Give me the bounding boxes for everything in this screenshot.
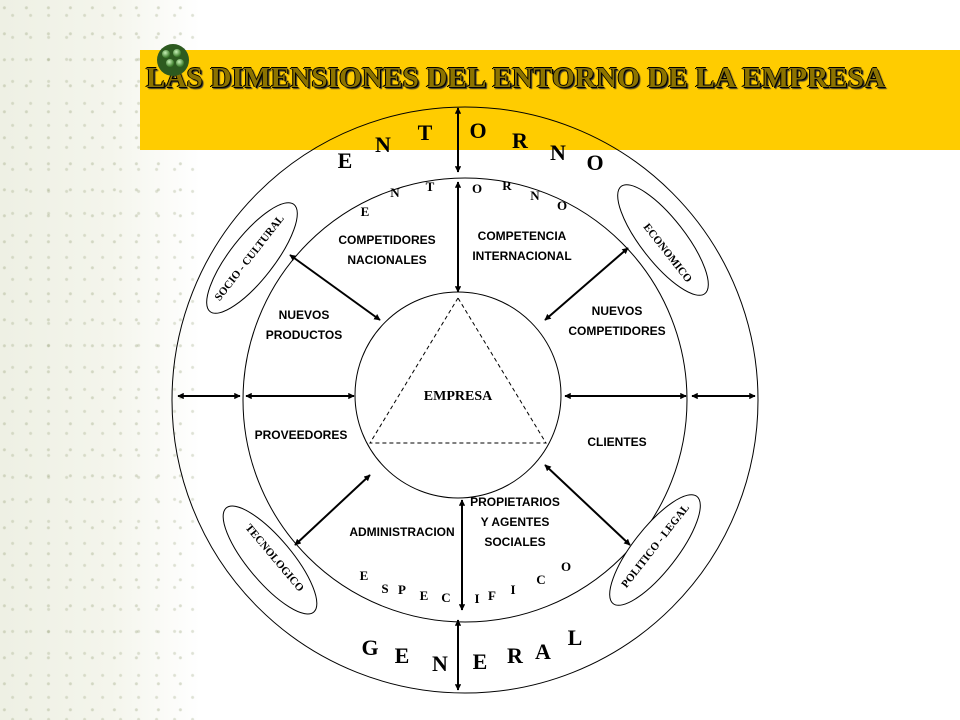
outer-bottom-letter: E: [395, 643, 410, 668]
specific-label: COMPETIDORES: [338, 233, 435, 247]
arrow-lower-left: [294, 474, 371, 546]
arrows: [177, 107, 756, 691]
general-environment-circle: [171, 106, 759, 694]
inner-top-letter: T: [426, 179, 435, 194]
specific-label: SOCIALES: [484, 535, 545, 549]
dashed-triangle: [369, 297, 547, 444]
inner-top-letter: N: [390, 185, 400, 200]
inner-bottom-letter: C: [536, 572, 545, 587]
specific-environment-labels: COMPETIDORES NACIONALES COMPETENCIA INTERNA…: [255, 229, 666, 549]
specific-label: INTERNACIONAL: [472, 249, 571, 263]
outer-bottom-letter: E: [473, 649, 488, 674]
arrow-lower-right: [544, 464, 631, 546]
inner-top-letter: E: [361, 204, 370, 219]
specific-environment-circle: [242, 177, 688, 623]
specific-label: Y AGENTES: [481, 515, 550, 529]
inner-bottom-letter: P: [398, 582, 406, 597]
outer-bottom-letter: A: [535, 639, 551, 664]
specific-label: ADMINISTRACION: [349, 525, 454, 539]
specific-label: COMPETIDORES: [568, 324, 665, 338]
inner-bottom-letter: F: [488, 588, 496, 603]
specific-label: NUEVOS: [592, 304, 643, 318]
arrow-upper-right: [544, 247, 629, 321]
inner-top-letter: R: [502, 178, 512, 193]
outer-bottom-letter: L: [568, 625, 583, 650]
title-band: [140, 50, 960, 150]
inner-bottom-letter: S: [381, 581, 388, 596]
inner-bottom-letter: O: [561, 559, 571, 574]
page-title: LAS DIMENSIONES DEL ENTORNO DE LA EMPRES…: [146, 62, 886, 94]
specific-label: PRODUCTOS: [266, 328, 342, 342]
outer-top-letter: O: [469, 118, 486, 143]
inner-top-letter: O: [472, 181, 482, 196]
specific-label: NUEVOS: [279, 308, 330, 322]
inner-bottom-letter: E: [360, 568, 369, 583]
outer-top-letter: E: [338, 148, 353, 173]
tecnologico-ellipse: [222, 505, 318, 615]
outer-top-letter: O: [586, 150, 603, 175]
inner-bottom-letter: C: [441, 590, 450, 605]
specific-label: PROPIETARIOS: [470, 495, 560, 509]
specific-label: PROVEEDORES: [255, 428, 348, 442]
outer-top-letter: N: [550, 140, 566, 165]
outer-top-letter: R: [512, 128, 529, 153]
specific-label: NACIONALES: [347, 253, 426, 267]
economico-ellipse: [617, 184, 709, 296]
outer-bottom-letter: R: [507, 643, 524, 668]
outer-bottom-letter: G: [361, 635, 378, 660]
inner-top-letter: N: [530, 188, 540, 203]
inner-bottom-letter: E: [420, 588, 429, 603]
socio-cultural-ellipse: [206, 202, 298, 314]
arrow-upper-left: [289, 254, 381, 321]
bullet-orb-icon: [157, 44, 189, 76]
politico-legal-ellipse: [609, 494, 701, 606]
outer-top-letter: N: [375, 132, 391, 157]
specific-label: CLIENTES: [587, 435, 646, 449]
outer-bottom-letter: N: [432, 651, 448, 676]
inner-bottom-letter: I: [474, 591, 479, 606]
inner-bottom-letter: I: [510, 582, 515, 597]
inner-top-letter: O: [557, 198, 567, 213]
empresa-label: EMPRESA: [424, 389, 493, 404]
outer-top-letter: T: [418, 120, 433, 145]
inner-top-letters: E N T O R N O: [361, 178, 567, 219]
specific-label: COMPETENCIA: [478, 229, 567, 243]
